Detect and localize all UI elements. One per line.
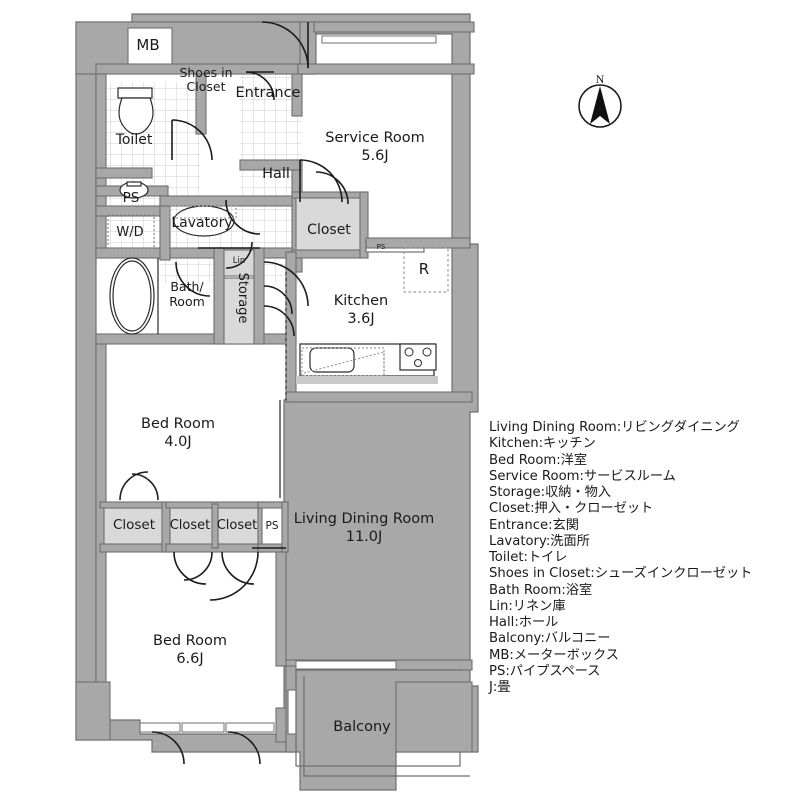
balcony-outline (295, 669, 470, 777)
legend-item: Lavatory:洗面所 (489, 533, 590, 549)
window-openings (139, 35, 437, 733)
label-storage: Storage (235, 273, 250, 324)
compass-north-label: N (596, 72, 605, 86)
label-bath-room: Bath/ (170, 279, 204, 294)
label-closet-bed-upper: Closet (113, 517, 155, 533)
label-bath-room-2: Room (169, 294, 205, 309)
legend-list: Living Dining Room:リビングダイニング Kitchen:キッチ… (489, 420, 789, 696)
label-ps-upper: PS (123, 190, 140, 206)
label-kitchen: Kitchen (334, 293, 389, 309)
label-toilet: Toilet (115, 132, 153, 148)
label-bed-room-upper: Bed Room (141, 416, 215, 432)
label-ps-lower: PS (266, 520, 279, 532)
label-living-dining-room-area: 11.0J (346, 529, 383, 545)
balcony-right-block (395, 681, 473, 753)
label-mb: MB (136, 36, 159, 54)
label-lavatory: Lavatory (171, 215, 232, 231)
legend-item: Service Room:サービスルーム (489, 468, 676, 484)
label-bed-room-upper-area: 4.0J (164, 434, 191, 450)
label-lin: Lin (233, 256, 245, 266)
label-bed-room-lower-area: 6.6J (176, 651, 203, 667)
legend-item: J:畳 (489, 680, 511, 695)
room-labels: MB Shoes in Closet Entrance Toilet Hall … (113, 36, 434, 735)
legend-item: Kitchen:キッチン (489, 436, 596, 452)
label-hall: Hall (262, 166, 290, 182)
door-swings (119, 21, 349, 765)
legend-item: Living Dining Room:リビングダイニング (489, 420, 740, 435)
label-entrance: Entrance (236, 85, 301, 101)
legend-item: Entrance:玄関 (489, 517, 579, 533)
legend-item: PS:パイプスペース (489, 663, 601, 679)
label-refrigerator: R (419, 260, 429, 278)
label-kitchen-area: 3.6J (347, 311, 374, 327)
legend-item: Toilet:トイレ (489, 550, 568, 565)
fixtures (107, 87, 449, 384)
legend-item: Hall:ホール (489, 615, 559, 630)
label-closet-mid-a: Closet (170, 518, 211, 533)
legend-item: Bath Room:浴室 (489, 582, 593, 598)
legend-item: Shoes in Closet:シューズインクローゼット (489, 566, 753, 582)
label-shoes-in-closet-2: Closet (187, 79, 226, 94)
legend-item: MB:メーターボックス (489, 647, 619, 663)
label-ps-kitchen: PS (377, 243, 386, 251)
label-bed-room-lower: Bed Room (153, 633, 227, 649)
label-balcony: Balcony (333, 719, 391, 735)
label-service-room-area: 5.6J (361, 148, 388, 164)
compass-rose (578, 84, 622, 128)
legend-item: Storage:収納・物入 (489, 485, 611, 500)
label-living-dining-room: Living Dining Room (294, 511, 434, 527)
interior-structure (75, 21, 475, 753)
label-service-room: Service Room (325, 130, 425, 146)
label-shoes-in-closet: Shoes in (179, 65, 232, 80)
label-closet-mid-b: Closet (217, 518, 258, 533)
label-closet-service: Closet (307, 222, 351, 238)
label-wd: W/D (116, 225, 143, 240)
legend-item: Bed Room:洋室 (489, 452, 588, 468)
legend-item: Closet:押入・クローゼット (489, 501, 654, 517)
legend-item: Balcony:バルコニー (489, 631, 611, 647)
legend-item: Lin:リネン庫 (489, 598, 566, 614)
